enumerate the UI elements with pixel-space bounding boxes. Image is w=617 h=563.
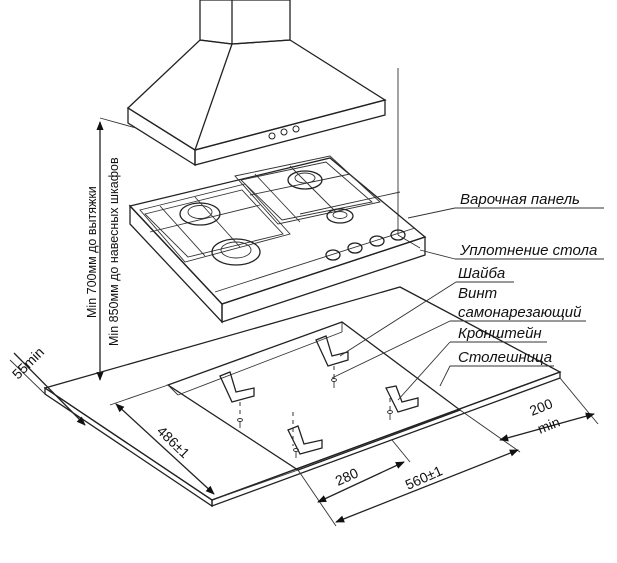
bracket-3 (385, 385, 419, 420)
leader-lines (331, 207, 604, 401)
bracket-1 (219, 371, 255, 428)
hob-burners (179, 170, 354, 266)
hood-distance-label-1: Min 700мм до вытяжки (85, 186, 99, 318)
dimension-280-label: 280 (333, 465, 361, 489)
wall (397, 68, 421, 249)
label-screw-2: самонарезающий (458, 304, 582, 321)
dimension-200min: 200 min (499, 377, 599, 442)
hood-distance-label-2: Min 850мм до навесных шкафов (107, 157, 121, 346)
label-hob: Варочная панель (460, 191, 580, 208)
label-washer: Шайба (458, 265, 505, 282)
dimension-depth-label: 486±1 (154, 423, 193, 462)
label-bracket: Кронштейн (458, 325, 542, 342)
bracket-2 (315, 335, 349, 388)
label-screw-1: Винт (458, 285, 497, 302)
dimension-55min-label: 55min (9, 344, 47, 382)
hood-distance-dimension: Min 700мм до вытяжки Min 850мм до навесн… (85, 117, 137, 381)
range-hood (126, 0, 387, 167)
label-seal: Уплотнение стола (459, 242, 597, 259)
hob (128, 155, 427, 324)
label-countertop: Столешница (458, 349, 552, 366)
dimension-55min: 55min (9, 344, 86, 426)
dimension-depth: 486±1 (109, 384, 299, 499)
dimension-560-label: 560±1 (403, 462, 445, 492)
brackets (219, 335, 419, 458)
hob-knobs (325, 229, 406, 261)
bracket-4 (287, 412, 323, 458)
dimension-min-label: min (535, 413, 562, 436)
